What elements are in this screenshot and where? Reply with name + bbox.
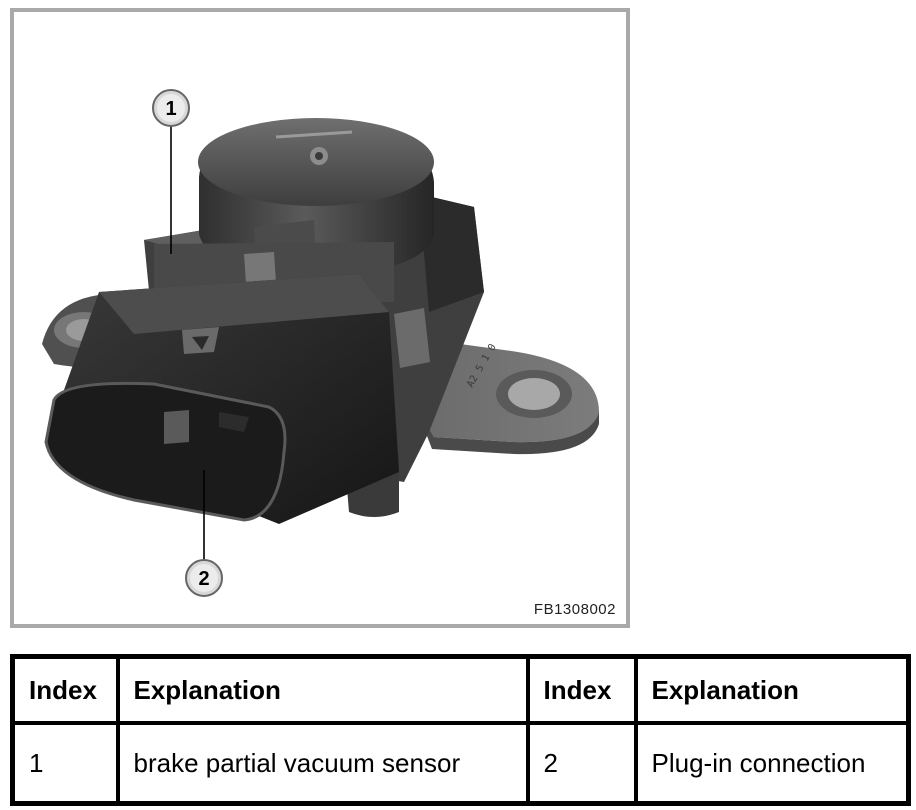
legend-table: Index Explanation Index Explanation 1 br… [10, 654, 911, 806]
header-explanation-1: Explanation [115, 654, 530, 725]
callout-2-label: 2 [198, 568, 209, 590]
sensor-illustration: A2 5 1 0 [42, 89, 599, 597]
figure-frame: A2 5 1 0 [10, 8, 630, 628]
header-index-1: Index [10, 654, 120, 725]
row-explanation-2: Plug-in connection [633, 721, 911, 806]
header-index-2: Index [525, 654, 638, 725]
legend-header-row: Index Explanation Index Explanation [10, 654, 911, 725]
row-index-1: 1 [10, 721, 120, 806]
table-row: 1 brake partial vacuum sensor 2 Plug-in … [10, 721, 911, 806]
right-mounting-flange: A2 5 1 0 [409, 337, 599, 455]
figure-code: FB1308002 [533, 601, 616, 618]
row-index-2: 2 [525, 721, 638, 806]
row-explanation-1: brake partial vacuum sensor [115, 721, 530, 806]
callout-1: 1 [152, 89, 190, 254]
plug-in-housing [44, 274, 399, 524]
callout-1-label: 1 [165, 98, 176, 120]
callout-2: 2 [185, 470, 223, 597]
header-explanation-2: Explanation [633, 654, 911, 725]
